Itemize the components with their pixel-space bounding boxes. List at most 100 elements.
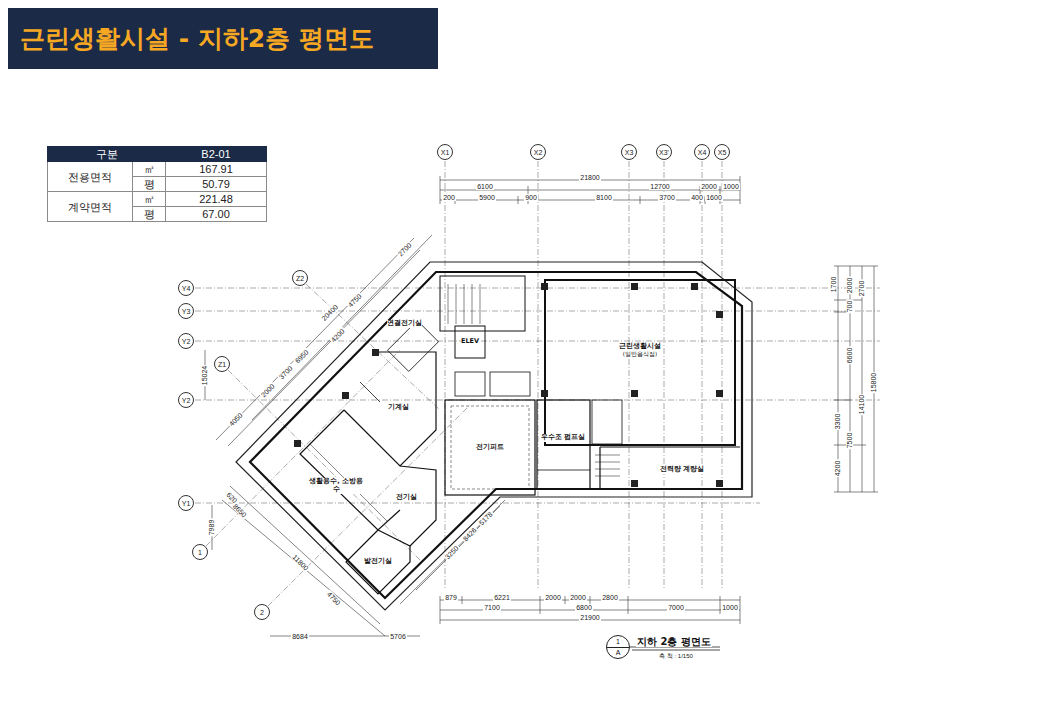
dimension-text: 8684	[291, 633, 309, 640]
table-cell: 평	[133, 207, 166, 222]
dimension-text: 3300	[834, 412, 841, 430]
dimension-text: 8100	[595, 194, 613, 201]
room-label: 생활용수, 소방용수	[306, 478, 366, 494]
dimension-text: 8426	[461, 525, 478, 542]
room-label: 연결전기실	[387, 320, 422, 328]
table-cell: 평	[133, 177, 166, 192]
table-cell: 구분	[48, 147, 166, 162]
dimension-text: 21800	[579, 174, 600, 181]
dimension-text: 4050	[227, 410, 244, 427]
drawing-title-symbol: 1A	[606, 635, 630, 659]
room-label: ELEV	[461, 338, 479, 346]
title-text: 근린생활시설 - 지하2층 평면도	[20, 22, 374, 55]
table-cell: 67.00	[166, 207, 267, 222]
dimension-text: 3700	[277, 363, 294, 380]
grid-bubble: Y2	[178, 333, 194, 349]
grid-label: Y4	[182, 285, 191, 292]
grid-bubble: Z1	[214, 356, 230, 372]
dimension-text: 20400	[320, 302, 340, 322]
room-name: 기계실	[388, 404, 409, 412]
grid-label: X5	[718, 149, 727, 156]
dimension-text: 7100	[483, 604, 501, 611]
dimension-text: 6800	[575, 604, 593, 611]
table-cell: 전용면적	[48, 162, 133, 192]
grid-bubble: Z2	[292, 270, 308, 286]
room-name: 생활용수, 소방용수	[306, 478, 366, 494]
dimension-text: 15024	[202, 364, 209, 385]
grid-label: X2	[534, 149, 543, 156]
columns	[294, 283, 723, 487]
grid-lines	[195, 161, 880, 606]
table-cell: 계약면적	[48, 192, 133, 222]
grid-bubble: X5	[714, 144, 730, 160]
table-cell: B2-01	[166, 147, 267, 162]
room-label: 전력량 계량실	[660, 466, 704, 474]
grid-bubble: Y4	[178, 280, 194, 296]
table-row: 전용면적㎡167.91	[48, 162, 267, 177]
dimension-text: 879	[444, 594, 458, 601]
table-cell: 221.48	[166, 192, 267, 207]
dimension-text: 6100	[476, 183, 494, 190]
grid-bubble: Y3	[178, 303, 194, 319]
dimension-text: 11800	[290, 552, 310, 572]
dimension-text: 4200	[834, 459, 841, 477]
dimension-text: 6600	[846, 346, 853, 364]
dimension-text: 7500	[846, 431, 853, 449]
dimension-text: 7989	[208, 518, 215, 536]
dimension-text: 4750	[346, 291, 363, 308]
dimension-text: 2000	[569, 594, 587, 601]
title-banner: 근린생활시설 - 지하2층 평면도	[8, 8, 438, 69]
dimension-text: 7000	[667, 604, 685, 611]
grid-label: 2	[260, 609, 264, 616]
grid-bubble: X3'	[656, 144, 672, 160]
room-name: 전기실	[396, 494, 417, 502]
dimension-text: 5900	[478, 194, 496, 201]
grid-bubble: 2	[254, 604, 270, 620]
dimension-text: 2000	[259, 381, 276, 398]
grid-bubble: X3	[621, 144, 637, 160]
dimension-text: 14100	[859, 393, 866, 414]
grid-label: Y3	[182, 308, 191, 315]
table-cell: ㎡	[133, 162, 166, 177]
room-name: 전력량 계량실	[660, 466, 704, 474]
dimension-text: 2000	[700, 183, 718, 190]
dimension-text: 3250	[443, 543, 460, 560]
room-label: 전기실	[396, 494, 417, 502]
grid-bubble: Y2	[178, 392, 194, 408]
dimension-text: 2700	[396, 240, 413, 257]
dimension-text: 4200	[329, 326, 346, 343]
symbol-text: 1	[607, 638, 629, 645]
room-label: 우수조 펌프실	[541, 434, 585, 442]
room-name: 발전기실	[364, 558, 392, 566]
dimension-text: 1000	[721, 604, 739, 611]
grid-label: 1	[198, 549, 202, 556]
scale-note: 축 척 : 1/150	[658, 653, 694, 659]
room-name: 연결전기실	[387, 320, 422, 328]
dimension-text: 2700	[858, 279, 865, 297]
area-table: 구분B2-01전용면적㎡167.91평50.79계약면적㎡221.48평67.0…	[47, 146, 267, 222]
dimension-text: 2800	[601, 594, 619, 601]
dimension-text: 21900	[579, 614, 600, 621]
table-row: 계약면적㎡221.48	[48, 192, 267, 207]
grid-bubble: Y1	[178, 495, 194, 511]
inner-wall	[250, 272, 742, 598]
grid-label: Z1	[218, 361, 226, 368]
grid-label: Z2	[296, 275, 304, 282]
grid-bubble: X1	[437, 144, 453, 160]
dimension-text: 200	[442, 194, 456, 201]
grid-label: Y1	[182, 500, 191, 507]
room-walls	[300, 276, 740, 594]
table-row: 구분B2-01	[48, 147, 267, 162]
table-cell: ㎡	[133, 192, 166, 207]
room-label: 발전기실	[364, 558, 392, 566]
room-name: 전기피트	[476, 444, 504, 452]
room-label: 기계실	[388, 404, 409, 412]
title-mark-leader	[630, 647, 720, 650]
grid-label: X4	[698, 149, 707, 156]
grid-label: Y2	[182, 338, 191, 345]
room-name: ELEV	[461, 338, 479, 346]
table-cell: 50.79	[166, 177, 267, 192]
room-name: 우수조 펌프실	[541, 434, 585, 442]
grid-label: Y2	[182, 397, 191, 404]
